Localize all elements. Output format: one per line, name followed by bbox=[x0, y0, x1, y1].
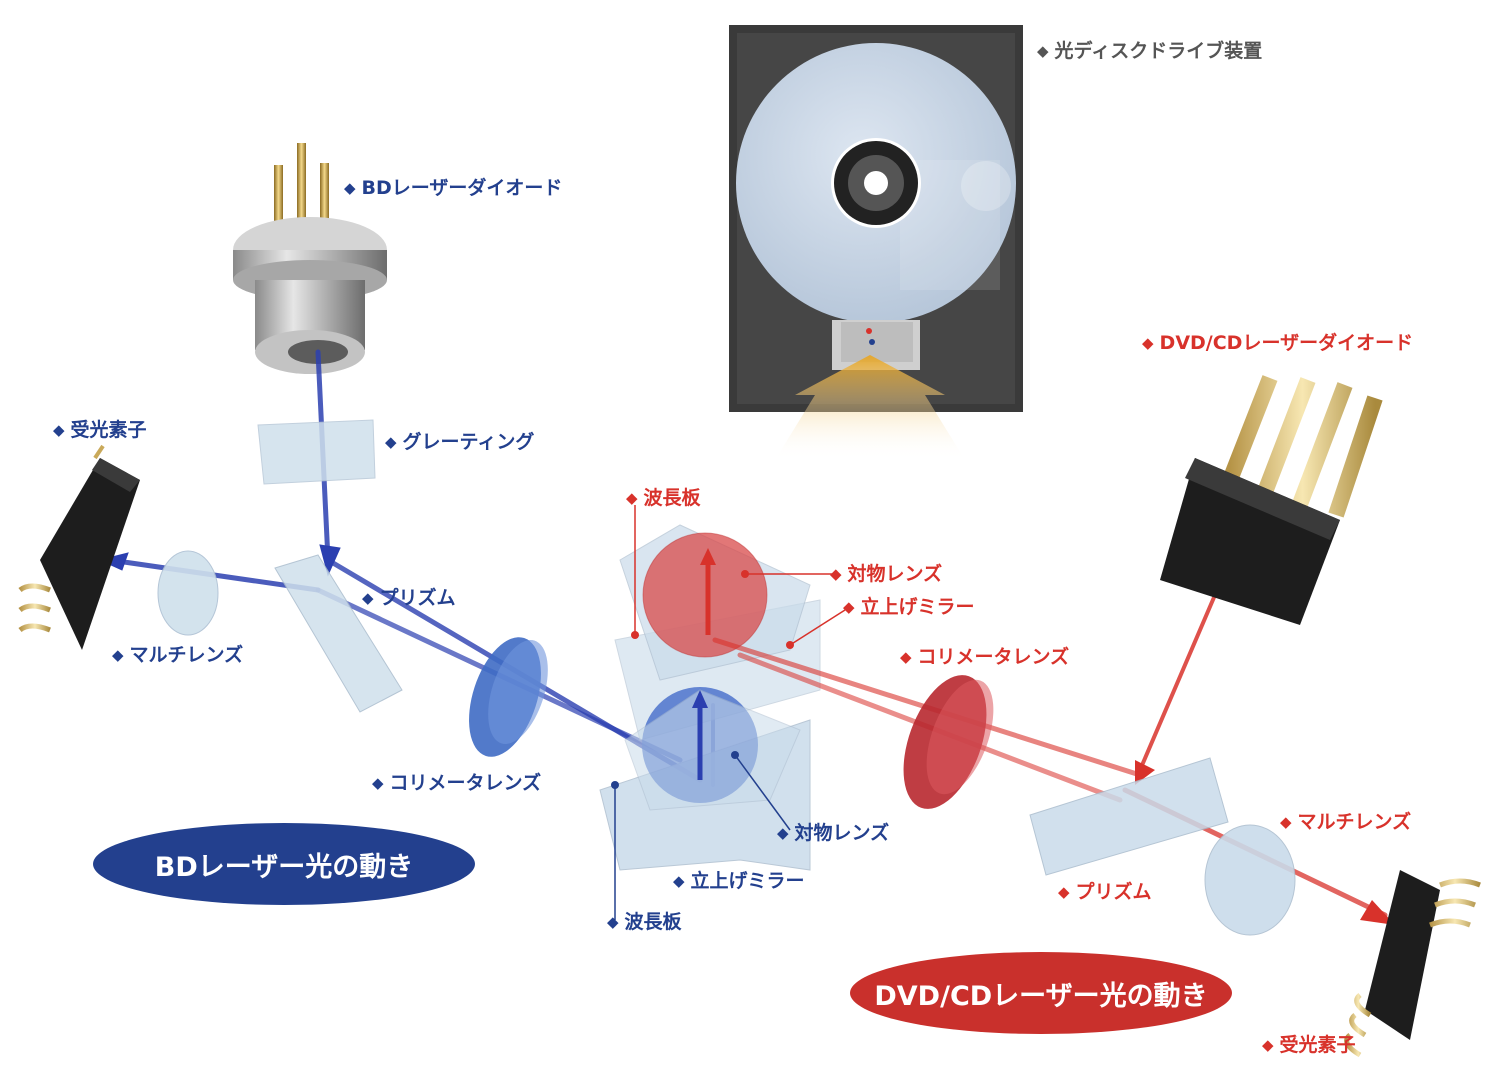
diamond-icon: ◆ bbox=[626, 489, 638, 507]
leader-lines bbox=[611, 505, 846, 920]
diamond-icon: ◆ bbox=[843, 598, 855, 616]
bd-grating bbox=[257, 419, 376, 485]
diamond-icon: ◆ bbox=[607, 913, 619, 931]
bd-objective-label: ◆対物レンズ bbox=[777, 822, 890, 844]
diamond-icon: ◆ bbox=[900, 648, 912, 666]
bd-collimator-label: ◆コリメータレンズ bbox=[372, 772, 542, 794]
diamond-icon: ◆ bbox=[372, 774, 384, 792]
drive-label: ◆光ディスクドライブ装置 bbox=[1037, 40, 1263, 62]
dvd-laser-label: ◆DVD/CDレーザーダイオード bbox=[1142, 332, 1414, 354]
dvd-detector-label: ◆受光素子 bbox=[1262, 1034, 1356, 1056]
diamond-icon: ◆ bbox=[1037, 42, 1049, 60]
dvd-waveplate-label: ◆波長板 bbox=[626, 487, 701, 509]
diamond-icon: ◆ bbox=[53, 421, 65, 439]
dvd-multilens-label: ◆マルチレンズ bbox=[1280, 811, 1412, 833]
dvd-multi-lens bbox=[1204, 824, 1296, 936]
bd-multi-lens bbox=[157, 550, 219, 636]
bd-prism bbox=[274, 554, 403, 713]
diamond-icon: ◆ bbox=[1142, 334, 1154, 352]
diamond-icon: ◆ bbox=[1280, 813, 1292, 831]
dvd-prism bbox=[1029, 757, 1229, 876]
bd-laser-diode bbox=[233, 143, 387, 374]
objective-assembly bbox=[599, 524, 821, 871]
dvd-mirror-label: ◆立上げミラー bbox=[843, 596, 975, 618]
dvd-prism-label: ◆プリズム bbox=[1058, 881, 1152, 903]
dvd-objective-label: ◆対物レンズ bbox=[830, 563, 943, 585]
bd-collimator-lens bbox=[469, 637, 548, 757]
dvd-laser-diode bbox=[1160, 375, 1383, 625]
dvd-collimator-label: ◆コリメータレンズ bbox=[900, 646, 1070, 668]
bd-mirror-label: ◆立上げミラー bbox=[673, 870, 805, 892]
bd-multilens-label: ◆マルチレンズ bbox=[112, 644, 244, 666]
bd-waveplate-label: ◆波長板 bbox=[607, 911, 682, 933]
diamond-icon: ◆ bbox=[362, 589, 374, 607]
diamond-icon: ◆ bbox=[344, 179, 356, 197]
diamond-icon: ◆ bbox=[1058, 883, 1070, 901]
dvd-photodetector bbox=[1344, 870, 1481, 1058]
optical-disc-drive bbox=[729, 25, 1023, 460]
bd-prism-label: ◆プリズム bbox=[362, 587, 456, 609]
bd-laser-label: ◆BDレーザーダイオード bbox=[344, 177, 563, 199]
bd-legend-pill: BDレーザー光の動き bbox=[93, 823, 475, 905]
dvd-collimator-lens bbox=[903, 675, 994, 809]
diamond-icon: ◆ bbox=[112, 646, 124, 664]
bd-grating-label: ◆グレーティング bbox=[385, 431, 535, 453]
diamond-icon: ◆ bbox=[777, 824, 789, 842]
bd-photodetector bbox=[18, 444, 140, 650]
diamond-icon: ◆ bbox=[1262, 1036, 1274, 1054]
diamond-icon: ◆ bbox=[385, 433, 397, 451]
bd-detector-label: ◆受光素子 bbox=[53, 419, 147, 441]
diamond-icon: ◆ bbox=[830, 565, 842, 583]
dvd-legend-pill: DVD/CDレーザー光の動き bbox=[850, 952, 1232, 1034]
diamond-icon: ◆ bbox=[673, 872, 685, 890]
